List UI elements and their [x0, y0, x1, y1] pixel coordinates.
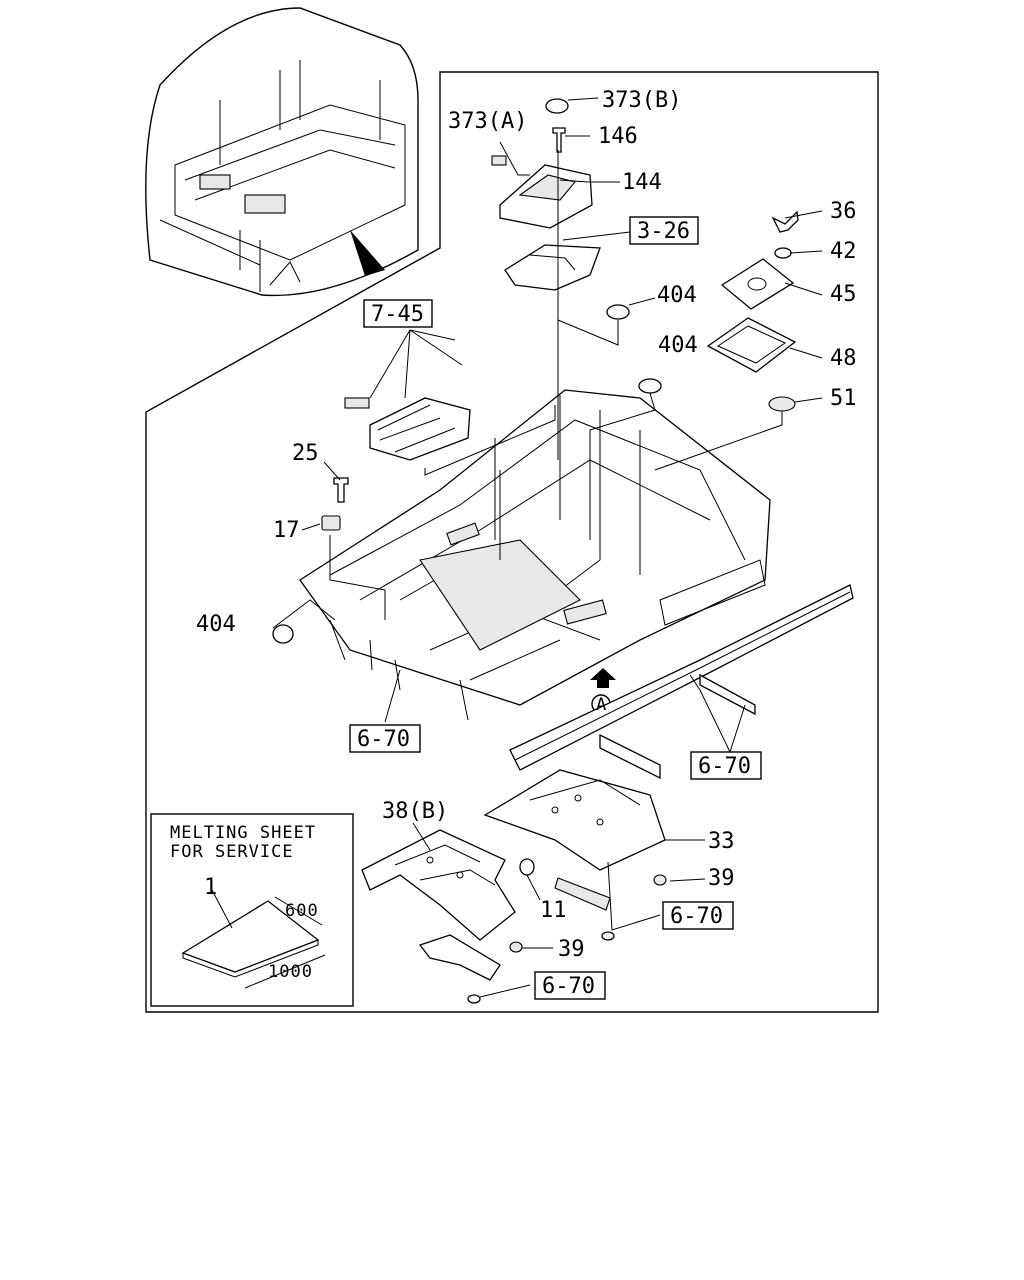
callout-373b: 373(B) — [602, 88, 681, 113]
bracket-3-26 — [504, 244, 601, 291]
callout-6-70-a: 6-70 — [357, 727, 410, 752]
inset-dim-length: 1000 — [268, 962, 313, 982]
diagram-frame — [145, 71, 879, 1013]
washer-670-c — [601, 931, 615, 941]
callout-6-70-d: 6-70 — [542, 974, 595, 999]
bolt-146 — [552, 127, 566, 153]
plug-404-c — [272, 624, 294, 644]
small-parts — [272, 98, 799, 1004]
washer-670-d — [467, 994, 481, 1004]
callout-39-b: 39 — [558, 937, 585, 962]
cover-33 — [483, 769, 666, 871]
callout-A: A — [596, 695, 607, 715]
inset-title-line2: FOR SERVICE — [170, 842, 294, 862]
washer-42 — [774, 247, 792, 259]
shift-console-144 — [499, 164, 593, 229]
callout-144: 144 — [622, 170, 662, 195]
inset-title-line1: MELTING SHEET — [170, 823, 316, 843]
callout-6-70-b: 6-70 — [698, 754, 751, 779]
frame-rail — [509, 584, 854, 780]
callout-404-c: 404 — [196, 612, 236, 637]
clip-39-b — [509, 941, 523, 953]
bolt-25 — [333, 477, 349, 503]
callout-25: 25 — [292, 441, 319, 466]
melting-sheet-inset: MELTING SHEET FOR SERVICE 1 600 1000 — [150, 813, 354, 1007]
plug-373b — [545, 98, 569, 114]
callout-404-b: 404 — [658, 333, 698, 358]
grommet-51 — [768, 396, 796, 412]
inset-dim-width: 600 — [285, 901, 319, 921]
callout-11: 11 — [540, 898, 567, 923]
nut-11 — [519, 858, 535, 876]
wing-nut-36 — [771, 210, 799, 233]
gasket-48 — [706, 317, 797, 373]
ref-box-6-70-b — [690, 751, 762, 780]
floor-panel-assembly — [299, 389, 771, 721]
clip-17 — [321, 515, 341, 531]
callout-48: 48 — [830, 346, 857, 371]
plate-45 — [720, 258, 795, 310]
ref-box-7-45 — [363, 299, 433, 328]
callout-39-a: 39 — [708, 866, 735, 891]
callout-404-a: 404 — [657, 283, 697, 308]
ref-box-6-70-c — [662, 901, 734, 930]
plug-373a — [491, 155, 507, 166]
clip-39-a — [653, 874, 667, 886]
cab-overview-image — [145, 7, 419, 297]
callout-45: 45 — [830, 282, 857, 307]
ref-box-6-70-a — [349, 724, 421, 753]
inset-part-number: 1 — [204, 875, 217, 900]
console-box-7-45 — [344, 397, 471, 461]
leader-lines — [272, 97, 823, 998]
callout-6-70-c: 6-70 — [670, 904, 723, 929]
plug-404-a — [606, 304, 630, 320]
callout-17: 17 — [273, 518, 300, 543]
callout-146: 146 — [598, 124, 638, 149]
callout-33: 33 — [708, 829, 735, 854]
callout-7-45: 7-45 — [371, 302, 424, 327]
callout-38b: 38(B) — [382, 799, 448, 824]
ref-box-6-70-d — [534, 971, 606, 1000]
callout-42: 42 — [830, 239, 857, 264]
callout-3-26: 3-26 — [637, 219, 690, 244]
ref-box-3-26 — [629, 216, 699, 245]
plug-404-b — [638, 378, 662, 394]
callout-51: 51 — [830, 386, 857, 411]
callout-36: 36 — [830, 199, 857, 224]
callout-373a: 373(A) — [448, 109, 527, 134]
cover-38b — [361, 829, 516, 941]
lower-bracket — [418, 934, 501, 981]
